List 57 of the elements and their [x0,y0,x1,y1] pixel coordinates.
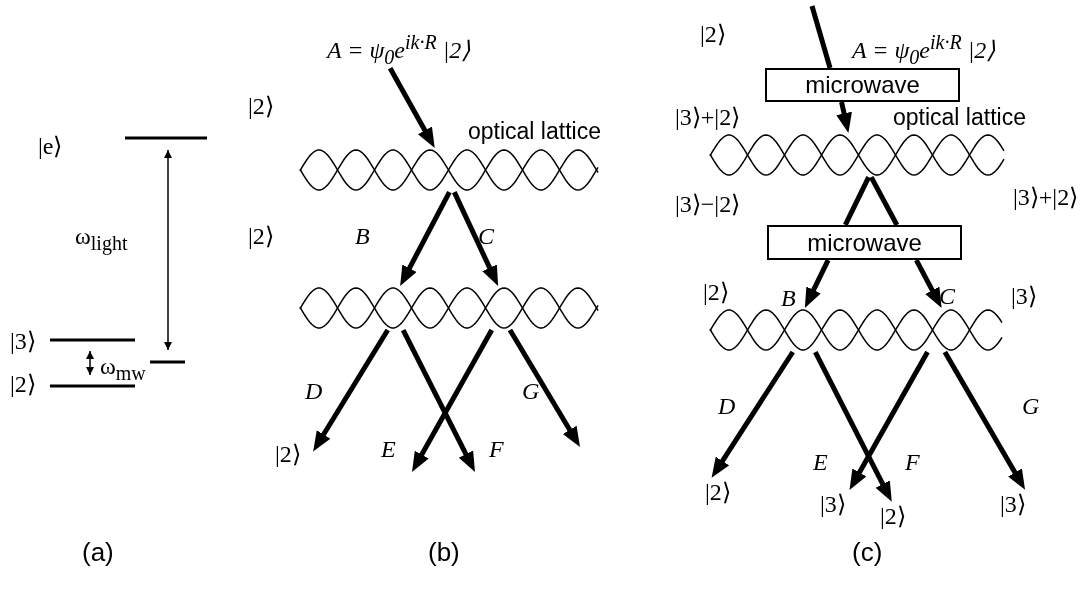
state-label: |2⟩ [248,222,274,250]
state-label: |e⟩ [38,132,63,160]
arrow [452,191,499,286]
arrow [836,101,852,133]
state-label: |3⟩ [1011,282,1037,310]
edge-label: C [939,282,955,310]
state-label: |2⟩ [248,92,274,120]
arrow [400,190,452,286]
formula-text: A = ψ$_{0}$e$^{ik·R}$ |2⟩ [852,30,996,70]
edge-label: E [813,448,828,476]
edge-label: E [381,435,396,463]
arrow [813,351,892,502]
state-label: |2⟩ [275,440,301,468]
state-label: |3⟩+|2⟩ [675,103,741,131]
state-label: |3⟩ [1000,490,1026,518]
state-label: |2⟩ [880,502,906,530]
process-box: microwave [767,225,962,260]
arrow [804,259,831,308]
state-label: ω$_{light}$ [75,222,128,257]
state-label: |3⟩ [820,490,846,518]
arrow [507,328,580,447]
state-label: |2⟩ [703,278,729,306]
edge-label: B [355,222,370,250]
lattice-label: optical lattice [468,117,601,145]
edge-label: D [305,377,323,405]
state-label: |3⟩ [10,327,36,355]
edge-label: D [718,392,736,420]
arrow [942,350,1026,490]
arrow [313,328,390,452]
edge-label: G [1022,392,1040,420]
formula-text: A = ψ$_{0}$e$^{ik·R}$ |2⟩ [327,28,471,71]
edge-label: B [781,284,796,312]
state-label: ω$_{mw}$ [100,352,146,386]
lattice-label: optical lattice [893,103,1026,131]
optical-lattice-drawing [300,286,598,330]
panel-label: (c) [852,538,883,566]
edge-label: F [489,435,504,463]
state-label: |2⟩ [700,20,726,48]
edge-label: G [522,377,540,405]
edge-label: F [905,448,920,476]
process-box: microwave [765,68,960,102]
state-label: |3⟩+|2⟩ [1013,183,1079,211]
arrow [914,258,942,308]
arrow [711,350,795,478]
state-label: |2⟩ [705,478,731,506]
arrow [400,328,475,472]
state-label: |2⟩ [10,370,36,398]
optical-lattice-drawing [300,148,598,192]
arrow [412,328,494,472]
panel-label: (a) [82,538,114,566]
arrow [387,66,435,148]
panel-label: (b) [428,538,460,566]
optical-lattice-drawing [710,308,1002,352]
optical-lattice-drawing [710,133,1005,177]
state-label: |3⟩−|2⟩ [675,190,741,218]
edge-label: C [478,222,494,250]
arrow [849,350,930,490]
